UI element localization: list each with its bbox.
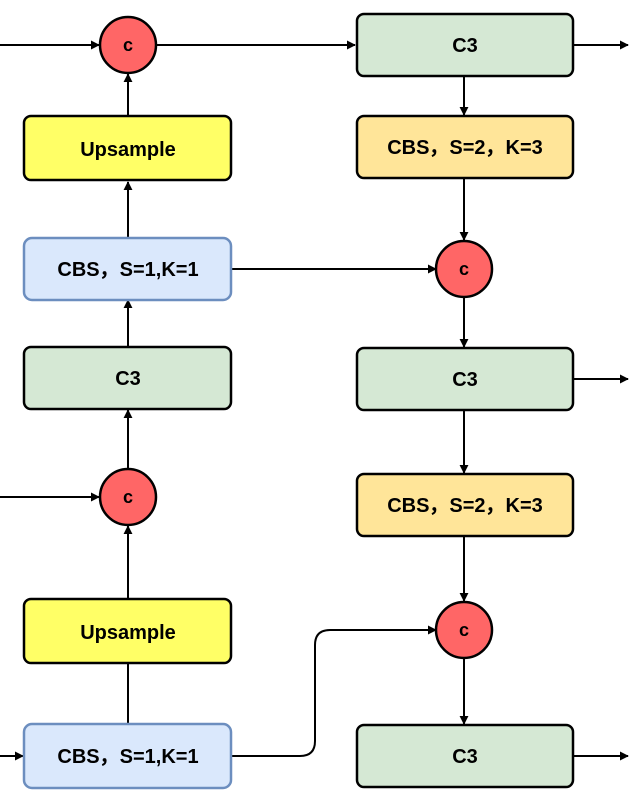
concat-label: c [459,259,469,279]
cbs-s1-node-bottom: CBS，S=1,K=1 [22,722,233,790]
cbs-s1-node-top: CBS，S=1,K=1 [22,236,233,302]
c3-label: C3 [452,35,478,57]
concat-label: c [123,35,133,55]
cbs-s1-label: CBS，S=1,K=1 [57,259,198,281]
cbs-s1-label: CBS，S=1,K=1 [57,746,198,768]
c3-node-right-mid: C3 [355,346,575,412]
upsample-node-bottom: Upsample [22,597,233,665]
c3-node-right-bottom: C3 [355,723,575,789]
c3-label: C3 [452,369,478,391]
c3-label: C3 [115,368,141,390]
cbs-s2-node-top: CBS，S=2，K=3 [355,114,575,180]
concat-node-bottom-right: c [434,600,494,660]
edges [0,40,629,761]
c3-label: C3 [452,746,478,768]
concat-node-top-right: c [434,239,494,299]
concat-node-top-left: c [98,15,158,75]
cbs-s2-node-bottom: CBS，S=2，K=3 [355,472,575,538]
c3-node-left: C3 [22,345,233,411]
concat-label: c [123,487,133,507]
c3-node-right-top: C3 [355,12,575,78]
concat-node-mid-left: c [98,467,158,527]
concat-label: c [459,620,469,640]
upsample-label: Upsample [80,622,176,644]
cbs-s2-label: CBS，S=2，K=3 [387,137,543,159]
edge-cbs-s1-bottom-to-concat-bottom-right [231,625,437,757]
upsample-label: Upsample [80,139,176,161]
upsample-node-top: Upsample [22,114,233,182]
cbs-s2-label: CBS，S=2，K=3 [387,495,543,517]
